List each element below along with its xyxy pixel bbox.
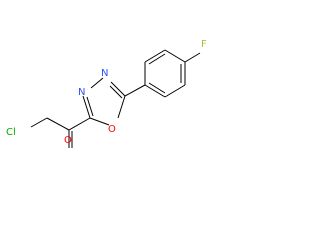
bond-ar-f — [184, 52, 201, 63]
molecule-diagram: Cl O N N O F — [6, 39, 207, 148]
bond-ch2-carbonyl — [46, 117, 70, 131]
bond-ar5-ar6 — [164, 84, 186, 98]
atom-o-ring: O — [108, 124, 116, 135]
bond-carbonyl-c2 — [68, 117, 91, 131]
bond-c5-o1 — [117, 95, 126, 119]
bond-ar6-ar1 — [144, 84, 166, 98]
bond-ar-inner-1 — [148, 53, 166, 65]
bond-ar-inner-3 — [148, 82, 166, 94]
atom-labels: Cl O N N O F — [6, 39, 207, 146]
bond-c2-n3 — [82, 95, 91, 119]
atom-o-carbonyl: O — [64, 135, 72, 146]
bond-n4-c5-2 — [109, 85, 123, 99]
atom-n4: N — [101, 68, 108, 79]
atom-cl: Cl — [6, 127, 16, 138]
bond-cl-ch2 — [30, 117, 48, 128]
bond-n3-n4 — [90, 77, 104, 89]
atom-n3: N — [78, 87, 85, 98]
bond-ar3-ar4 — [164, 49, 186, 63]
bond-ar2-ar3 — [144, 49, 166, 63]
bond-n4-c5 — [110, 81, 126, 97]
bond-c2-n3-2 — [86, 96, 94, 117]
bond-o1-c2 — [89, 117, 110, 126]
atom-f: F — [201, 39, 207, 50]
bonds — [30, 49, 201, 148]
bond-c5-aryl — [124, 84, 146, 97]
